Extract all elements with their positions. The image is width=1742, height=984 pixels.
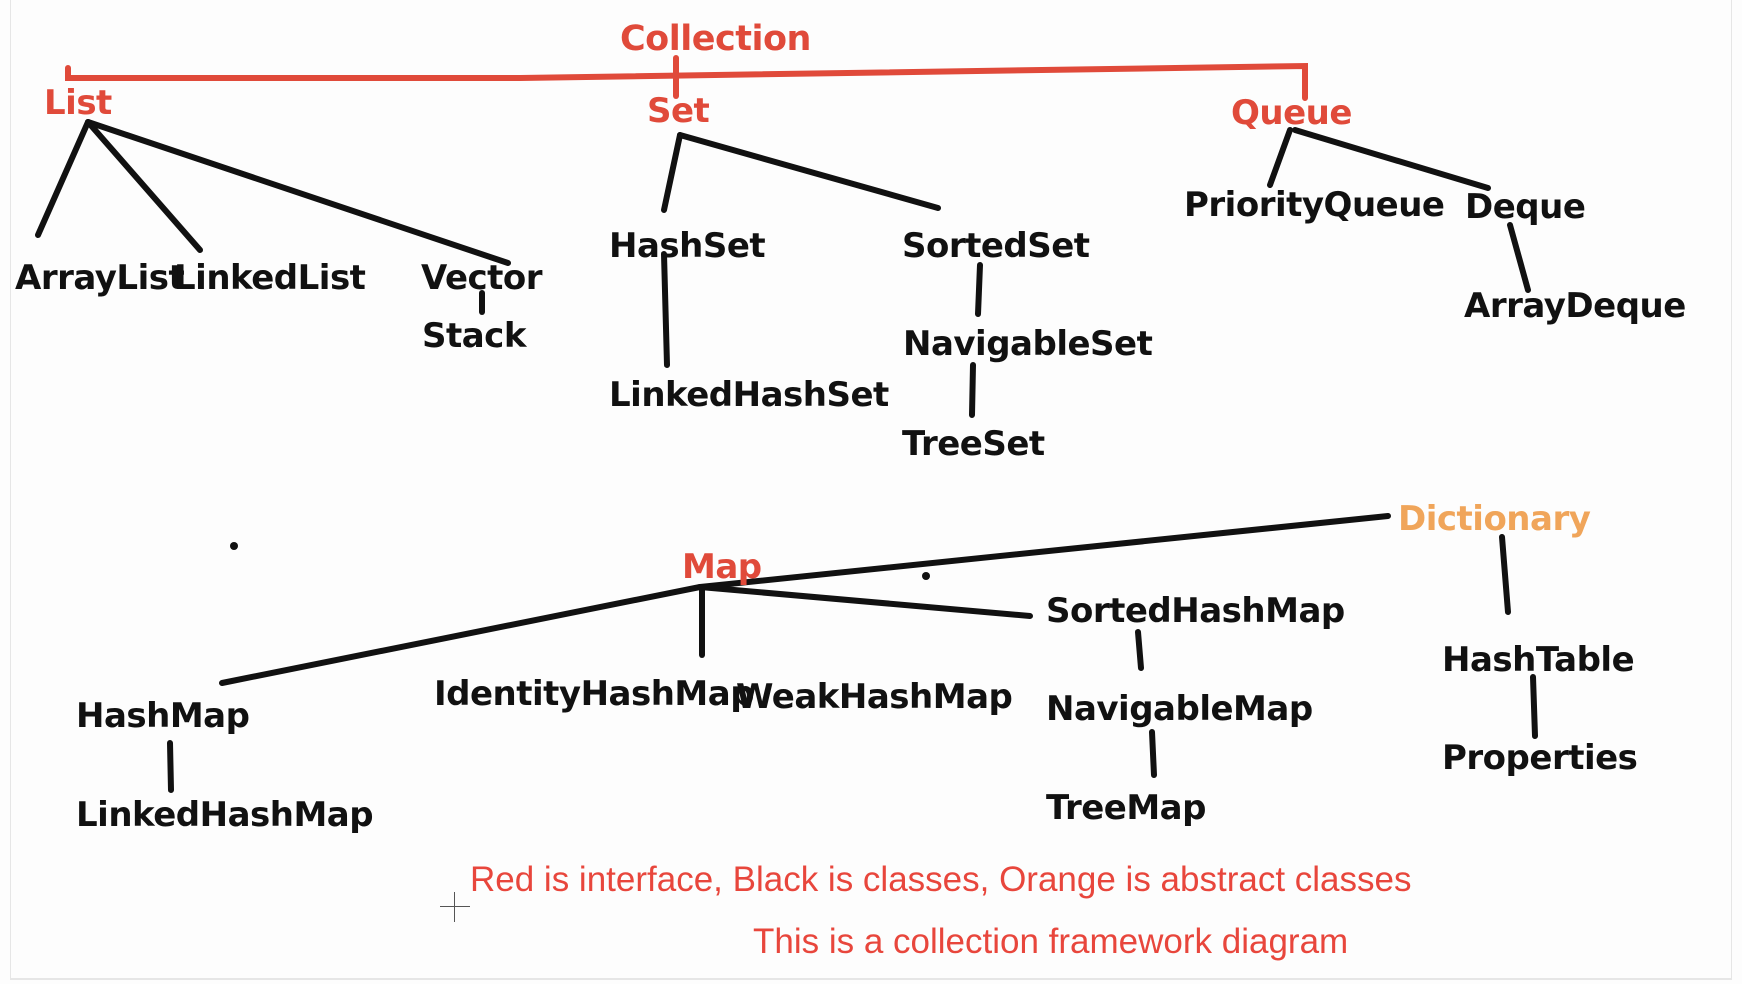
collection-bracket bbox=[65, 55, 1308, 101]
collection-bar bbox=[65, 62, 1308, 101]
line-hashmap-linkedhashmap bbox=[167, 740, 174, 793]
line-deque-arraydeque bbox=[1507, 222, 1531, 293]
node-set: Set bbox=[647, 91, 710, 131]
node-sortedset: SortedSet bbox=[902, 226, 1090, 266]
line-navigableset-treeset bbox=[969, 362, 976, 418]
node-navigablemap: NavigableMap bbox=[1046, 689, 1313, 729]
node-navigableset: NavigableSet bbox=[903, 324, 1153, 364]
stray-dot bbox=[922, 572, 930, 580]
node-arraydeque: ArrayDeque bbox=[1464, 286, 1686, 326]
line-set-sortedset bbox=[677, 132, 941, 211]
node-sortedhashmap: SortedHashMap bbox=[1046, 591, 1345, 631]
node-hashset: HashSet bbox=[609, 226, 766, 266]
node-deque: Deque bbox=[1465, 187, 1586, 227]
node-dictionary: Dictionary bbox=[1398, 499, 1591, 539]
caption-note: This is a collection framework diagram bbox=[753, 922, 1349, 961]
crosshair-cursor-icon bbox=[440, 892, 470, 922]
legend-note: Red is interface, Black is classes, Oran… bbox=[470, 860, 1412, 899]
line-map-hashmap bbox=[219, 584, 703, 686]
node-vector: Vector bbox=[421, 258, 543, 298]
node-linkedlist: LinkedList bbox=[174, 258, 366, 298]
node-properties: Properties bbox=[1442, 738, 1638, 778]
node-priorityqueue: PriorityQueue bbox=[1184, 185, 1445, 225]
line-sortedset-navigableset bbox=[975, 262, 983, 317]
node-collection: Collection bbox=[620, 19, 811, 59]
line-hashtable-properties bbox=[1530, 674, 1538, 739]
node-treeset: TreeSet bbox=[902, 424, 1045, 464]
node-linkedhashmap: LinkedHashMap bbox=[76, 795, 374, 835]
node-stack: Stack bbox=[422, 316, 526, 356]
node-map: Map bbox=[682, 547, 762, 587]
line-set-hashset bbox=[661, 132, 683, 213]
node-treemap: TreeMap bbox=[1046, 788, 1206, 828]
node-queue: Queue bbox=[1231, 93, 1352, 133]
line-sortedhashmap-navigablemap bbox=[1135, 629, 1144, 671]
line-queue-deque bbox=[1292, 127, 1491, 191]
node-hashmap: HashMap bbox=[76, 696, 250, 736]
line-list-vector bbox=[85, 119, 511, 266]
node-linkedhashset: LinkedHashSet bbox=[609, 375, 889, 415]
node-weakhashmap: WeakHashMap bbox=[736, 677, 1013, 717]
line-map-dictionary bbox=[697, 513, 1391, 590]
node-list: List bbox=[44, 83, 112, 123]
frame-edge bbox=[10, 0, 1732, 980]
line-map-sortedhashmap bbox=[697, 584, 1033, 619]
line-navigablemap-treemap bbox=[1149, 729, 1157, 778]
line-list-arraylist bbox=[35, 119, 91, 238]
node-identityhashmap: IdentityHashMap bbox=[434, 674, 755, 714]
line-queue-priorityqueue bbox=[1267, 127, 1293, 188]
line-hashset-linkedhashset bbox=[661, 251, 670, 368]
line-dictionary-hashtable bbox=[1499, 534, 1511, 615]
node-arraylist: ArrayList bbox=[15, 258, 185, 298]
stray-dot bbox=[230, 542, 238, 550]
line-list-linkedlist bbox=[85, 119, 203, 253]
node-hashtable: HashTable bbox=[1442, 640, 1635, 680]
